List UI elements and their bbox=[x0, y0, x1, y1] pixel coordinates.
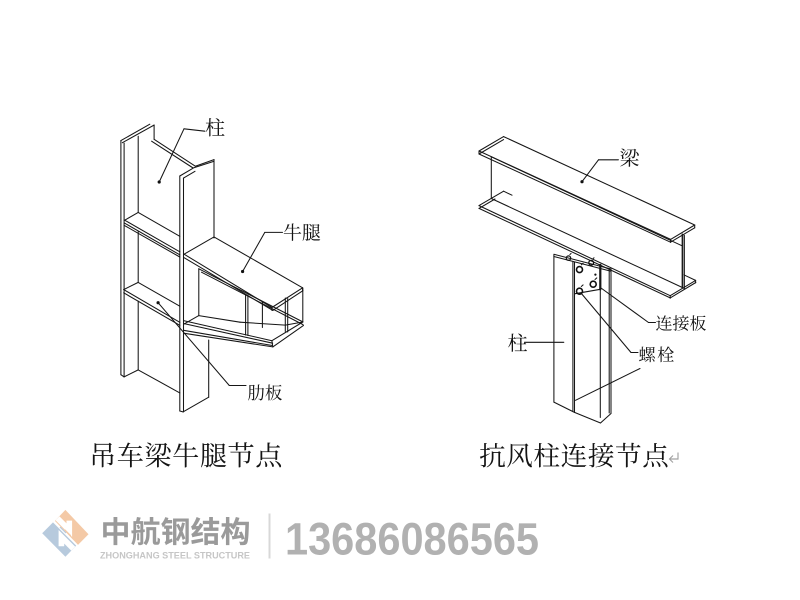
svg-text:13686086565: 13686086565 bbox=[285, 514, 539, 565]
svg-text:ZHONGHANG STEEL STRUCTURE: ZHONGHANG STEEL STRUCTURE bbox=[100, 551, 250, 561]
